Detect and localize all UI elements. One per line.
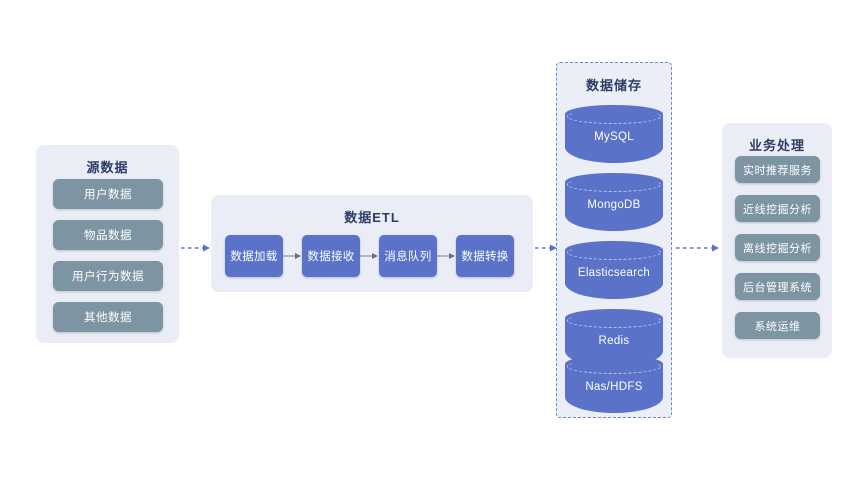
business-item-realtime-recommendation[interactable]: 实时推荐服务: [735, 156, 820, 183]
storage-label-redis: Redis: [598, 335, 630, 347]
connector-etl-step2-step3: [360, 251, 379, 261]
source-data-title: 源数据: [86, 160, 129, 175]
business-processing-panel: 业务处理 实时推荐服务 近线挖掘分析 离线挖掘分析 后台管理系统 系统运维: [722, 123, 832, 358]
cylinder-rim: [567, 313, 661, 328]
business-processing-title: 业务处理: [748, 138, 805, 153]
connector-etl-to-storage: [535, 243, 558, 253]
storage-item-elasticsearch[interactable]: Elasticsearch: [565, 241, 663, 299]
cylinder-rim: [567, 109, 661, 124]
cylinder-rim: [567, 359, 661, 374]
storage-label-mysql: MySQL: [594, 131, 634, 143]
data-storage-title: 数据储存: [585, 78, 642, 93]
business-item-admin-system[interactable]: 后台管理系统: [735, 273, 820, 300]
source-item-user-data[interactable]: 用户数据: [53, 179, 163, 209]
connector-etl-step3-step4: [437, 251, 456, 261]
connector-storage-to-business: [676, 243, 720, 253]
source-item-user-behavior-data[interactable]: 用户行为数据: [53, 261, 163, 291]
business-item-offline-mining[interactable]: 离线挖掘分析: [735, 234, 820, 261]
storage-label-elasticsearch: Elasticsearch: [577, 267, 651, 279]
etl-step-data-receive[interactable]: 数据接收: [302, 235, 360, 277]
business-item-nearline-mining[interactable]: 近线挖掘分析: [735, 195, 820, 222]
etl-step-data-load[interactable]: 数据加载: [225, 235, 283, 277]
connector-source-to-etl: [181, 243, 211, 253]
source-item-other-data[interactable]: 其他数据: [53, 302, 163, 332]
storage-item-mongodb[interactable]: MongoDB: [565, 173, 663, 231]
data-etl-title: 数据ETL: [344, 210, 400, 225]
storage-label-nas-hdfs: Nas/HDFS: [585, 381, 643, 393]
data-etl-panel: 数据ETL 数据加载 数据接收 消息队列 数据转换: [211, 195, 533, 292]
data-storage-panel: 数据储存 MySQL MongoDB Elasticsearch Redis: [556, 62, 672, 418]
connector-etl-step1-step2: [283, 251, 302, 261]
source-data-panel: 源数据 用户数据 物品数据 用户行为数据 其他数据: [36, 145, 179, 343]
storage-label-mongodb: MongoDB: [587, 199, 641, 211]
storage-item-mysql[interactable]: MySQL: [565, 105, 663, 163]
storage-item-nas-hdfs[interactable]: Nas/HDFS: [565, 355, 663, 413]
etl-step-data-transform[interactable]: 数据转换: [456, 235, 514, 277]
etl-step-message-queue[interactable]: 消息队列: [379, 235, 437, 277]
business-item-system-ops[interactable]: 系统运维: [735, 312, 820, 339]
cylinder-rim: [567, 245, 661, 260]
cylinder-rim: [567, 177, 661, 192]
source-item-item-data[interactable]: 物品数据: [53, 220, 163, 250]
